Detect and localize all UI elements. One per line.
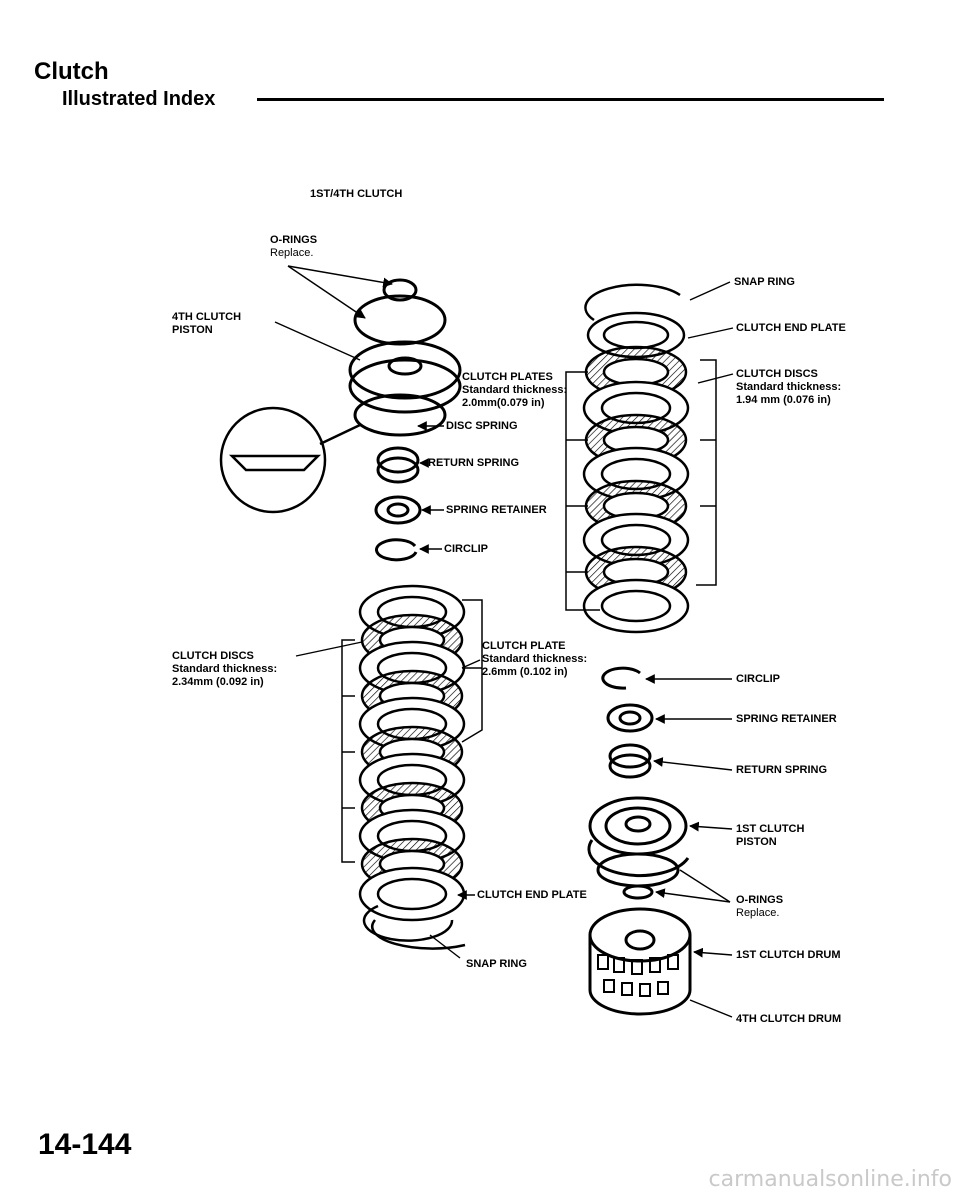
label-clutch-plates: CLUTCH PLATES Standard thickness: 2.0mm(… [462, 371, 568, 409]
spring-retainer-left-icon [374, 495, 422, 525]
label-4th-clutch-piston: 4TH CLUTCH PISTON [172, 311, 242, 336]
diagram-title: 1ST/4TH CLUTCH [310, 188, 403, 200]
label-clutch-end-plate-left: CLUTCH END PLATE [477, 889, 587, 901]
label-spring-retainer-left: SPRING RETAINER [446, 504, 547, 516]
section-title: Clutch [34, 58, 109, 85]
circlip-right-icon [601, 666, 641, 690]
right-clutch-stack [582, 283, 690, 634]
label-1st-clutch-piston: 1ST CLUTCH PISTON [736, 823, 805, 848]
label-return-spring-right: RETURN SPRING [736, 764, 828, 776]
page-number: 14-144 [38, 1128, 132, 1161]
label-disc-spring: DISC SPRING [446, 420, 518, 432]
label-snap-ring-right: SNAP RING [734, 276, 795, 288]
right-bracket-lines [565, 359, 717, 611]
label-clutch-plate: CLUTCH PLATE Standard thickness: 2.6mm (… [482, 640, 588, 678]
clutch-drum-icon [588, 907, 692, 1016]
label-4th-clutch-drum: 4TH CLUTCH DRUM [736, 1013, 842, 1025]
o-rings-left-icon [353, 278, 447, 346]
lower-left-bracket-lines [341, 599, 483, 863]
label-snap-ring-left: SNAP RING [466, 958, 527, 970]
leader-lines [274, 265, 734, 1018]
detail-magnifier-icon [219, 406, 361, 514]
label-return-spring-left: RETURN SPRING [428, 457, 520, 469]
label-circlip-right: CIRCLIP [736, 673, 780, 685]
watermark: carmanualsonline.info [708, 1167, 952, 1192]
label-clutch-discs-left: CLUTCH DISCS Standard thickness: 2.34mm … [172, 650, 278, 688]
label-circlip-left: CIRCLIP [444, 543, 488, 555]
label-clutch-discs-right: CLUTCH DISCS Standard thickness: 1.94 mm… [736, 368, 842, 406]
lower-left-clutch-stack [358, 584, 466, 950]
circlip-left-icon [375, 538, 418, 562]
label-1st-clutch-drum: 1ST CLUTCH DRUM [736, 949, 841, 961]
disc-spring-icon [353, 393, 447, 437]
label-clutch-end-plate-right: CLUTCH END PLATE [736, 322, 846, 334]
o-rings-right-icon [596, 852, 680, 900]
spring-retainer-right-icon [606, 703, 654, 733]
fourth-clutch-piston-icon [348, 340, 462, 414]
section-subtitle: Illustrated Index [62, 88, 216, 110]
header-rule [257, 98, 884, 101]
label-o-rings-left: O-RINGS Replace. [270, 234, 318, 259]
label-spring-retainer-right: SPRING RETAINER [736, 713, 837, 725]
label-o-rings-right: O-RINGS Replace. [736, 894, 784, 919]
return-spring-left-icon [376, 446, 420, 484]
return-spring-right-icon [608, 743, 652, 779]
